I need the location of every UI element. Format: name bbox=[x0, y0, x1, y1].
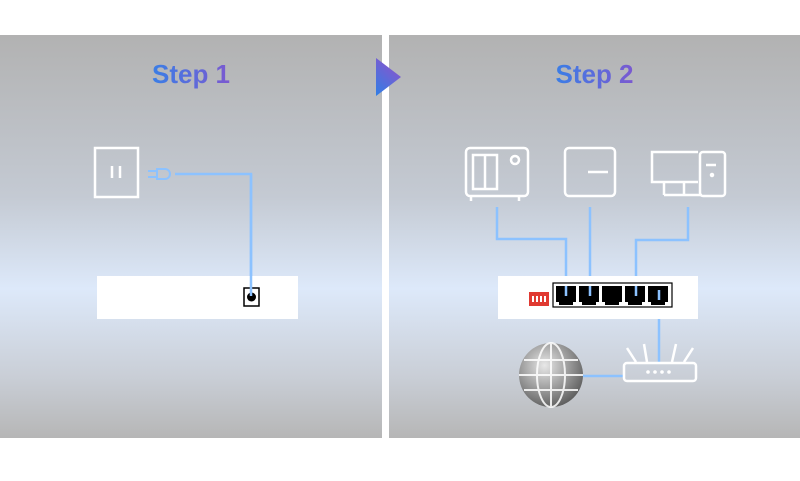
router-icon bbox=[622, 343, 698, 383]
step-2-title: Step 2 bbox=[555, 59, 634, 89]
dip-switch-led-icon bbox=[529, 292, 549, 306]
power-plug-icon bbox=[148, 168, 171, 180]
power-port-icon bbox=[243, 287, 260, 307]
next-step-arrow-icon bbox=[376, 58, 401, 96]
power-outlet-icon bbox=[93, 146, 140, 199]
ethernet-ports bbox=[552, 282, 673, 308]
device-box-icon bbox=[563, 146, 617, 198]
step-1-panel: Step 1 bbox=[0, 35, 382, 438]
desktop-computer-icon bbox=[650, 150, 727, 198]
step-2-panel: Step 2 bbox=[389, 35, 800, 438]
globe-internet-icon bbox=[519, 342, 583, 408]
step-1-title: Step 1 bbox=[151, 59, 231, 89]
nas-icon bbox=[464, 146, 530, 201]
switch-device bbox=[97, 276, 298, 319]
